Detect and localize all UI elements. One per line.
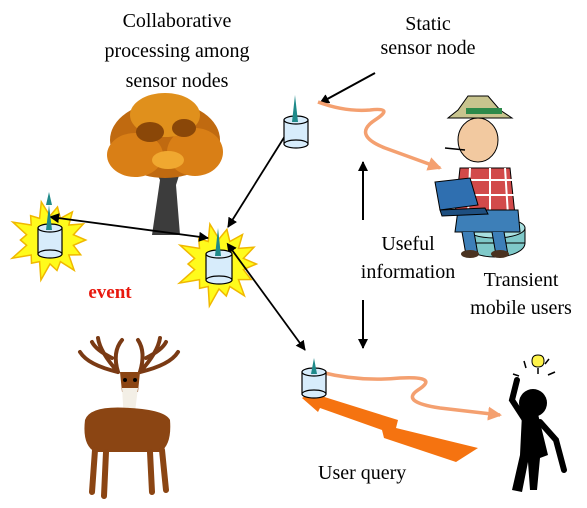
collaborative-line-1: Collaborative [122, 10, 232, 32]
sensor-node-bottom [301, 358, 327, 399]
collaborative-line-2: processing among [104, 40, 250, 62]
useful-information-label: Useful information [348, 230, 468, 286]
info-flow-to-standing-user [319, 370, 502, 421]
user-query-label: User query [318, 462, 406, 484]
static-node-pointer [319, 72, 376, 104]
event-label-text: event [88, 282, 132, 303]
info-flow-to-laptop-user [317, 100, 442, 171]
transient-line-2: mobile users [470, 297, 572, 319]
useful-line-2: information [360, 261, 456, 283]
link-top-center [227, 127, 291, 228]
useful-line-1: Useful [381, 233, 435, 255]
standing-user-illustration [508, 354, 567, 492]
transient-mobile-users-label: Transient mobile users [455, 266, 587, 322]
tree-illustration [107, 93, 223, 235]
sensor-node-left [37, 192, 63, 259]
collaborative-line-3: sensor nodes [125, 70, 229, 92]
static-line-2: sensor node [380, 37, 476, 59]
collaborative-processing-label: Collaborative processing among sensor no… [92, 6, 262, 96]
user-query-bolt [302, 388, 478, 462]
deer-illustration [78, 336, 180, 499]
laptop-user-illustration [434, 95, 526, 258]
static-sensor-node-label: Static sensor node [358, 12, 498, 60]
link-center-bottom [226, 242, 306, 351]
sensor-node-center [205, 228, 233, 285]
transient-line-1: Transient [483, 269, 559, 291]
sensor-node-top [283, 95, 309, 149]
static-line-1: Static [405, 13, 451, 35]
link-left-center [49, 213, 209, 242]
